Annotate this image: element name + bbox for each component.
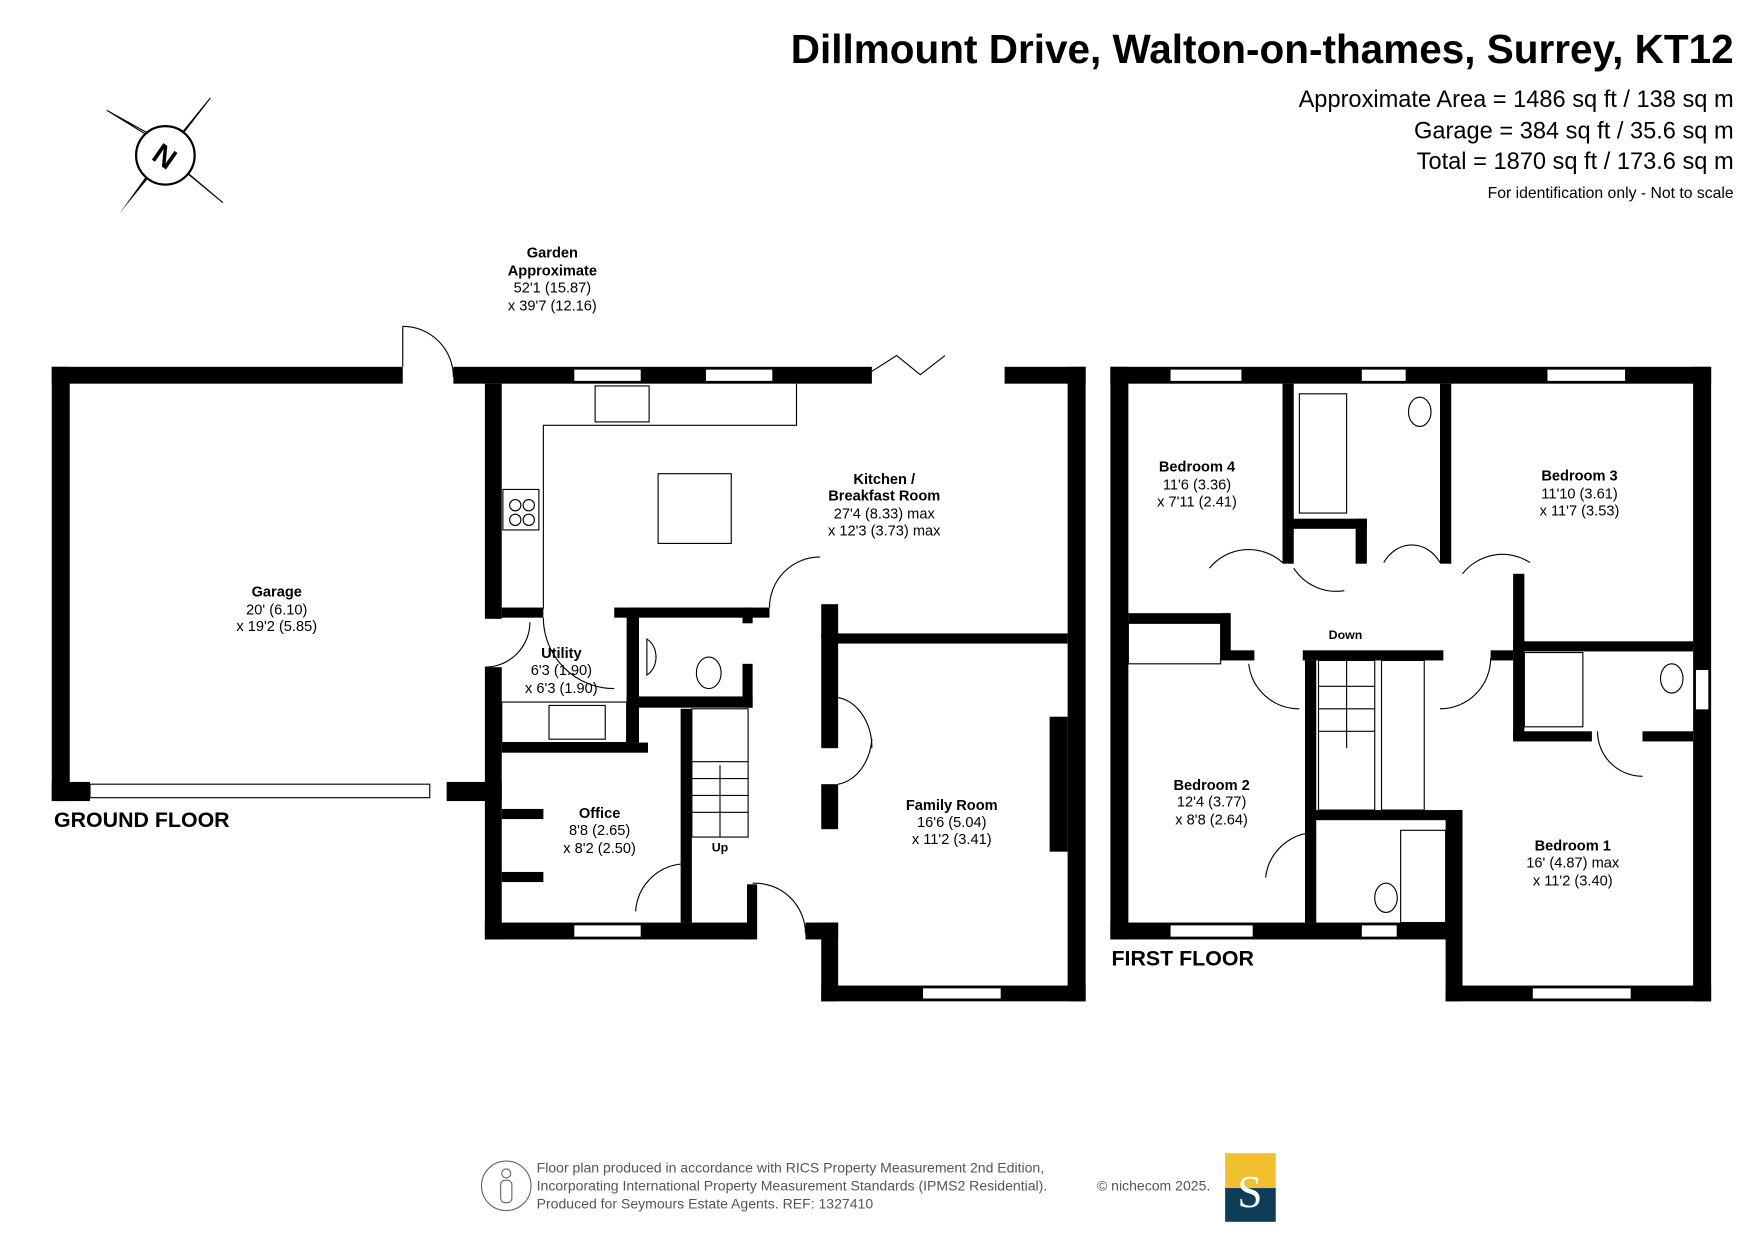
garage-area: Garage = 384 sq ft / 35.6 sq m	[1414, 118, 1734, 144]
room-name: Kitchen /	[853, 472, 915, 488]
garden-dim2: x 39'7 (12.16)	[508, 299, 597, 315]
logo-letter: S	[1237, 1167, 1262, 1217]
room-name: Bedroom 4	[1159, 459, 1236, 475]
room-name: Bedroom 3	[1541, 468, 1617, 484]
room-dim: x 19'2 (5.85)	[236, 619, 317, 635]
garden-dim1: 52'1 (15.87)	[514, 281, 592, 297]
room-kitchen: Kitchen / Breakfast Room 27'4 (8.33) max…	[828, 472, 941, 540]
room-garage: Garage 20' (6.10) x 19'2 (5.85)	[236, 584, 317, 635]
room-name: Utility	[541, 646, 582, 662]
room-family: Family Room 16'6 (5.04) x 11'2 (3.41)	[906, 798, 998, 848]
ground-floor-walls	[51, 325, 1086, 1002]
room-dim: x 12'3 (3.73) max	[828, 524, 941, 540]
room-name: Bedroom 2	[1173, 778, 1249, 794]
room-name: Garage	[252, 584, 302, 600]
garden-name2: Approximate	[508, 264, 597, 280]
room-dim: 6'3 (1.90)	[531, 663, 592, 679]
room-name: Breakfast Room	[828, 489, 940, 505]
room-name: Office	[579, 806, 620, 822]
first-floor-label: FIRST FLOOR	[1112, 946, 1254, 970]
compass-north-icon: N	[106, 97, 224, 214]
first-floor-walls	[1110, 366, 1712, 1002]
property-title: Dillmount Drive, Walton-on-thames, Surre…	[791, 26, 1734, 72]
room-dim: x 11'2 (3.40)	[1533, 873, 1613, 889]
room-bedroom-4: Bedroom 4 11'6 (3.36) x 7'11 (2.41)	[1157, 459, 1237, 510]
room-dim: 8'8 (2.65)	[569, 823, 630, 839]
garden-label: Garden Approximate 52'1 (15.87) x 39'7 (…	[508, 246, 597, 315]
room-dim: 11'10 (3.61)	[1541, 486, 1617, 502]
room-dim: x 6'3 (1.90)	[525, 681, 598, 697]
room-dim: 11'6 (3.36)	[1163, 477, 1231, 493]
person-icon	[480, 1160, 532, 1212]
room-dim: x 8'2 (2.50)	[563, 841, 636, 857]
stairs-up-label: Up	[712, 841, 729, 855]
stairs-down-label: Down	[1329, 628, 1363, 642]
room-dim: x 11'2 (3.41)	[912, 832, 992, 848]
room-name: Bedroom 1	[1535, 839, 1611, 855]
seymours-logo: S	[1225, 1153, 1276, 1222]
total-area: Total = 1870 sq ft / 173.6 sq m	[1417, 149, 1734, 175]
room-dim: 20' (6.10)	[246, 602, 307, 618]
room-dim: x 11'7 (3.53)	[1540, 503, 1620, 519]
room-dim: 16' (4.87) max	[1526, 855, 1620, 871]
room-dim: 16'6 (5.04)	[917, 815, 986, 831]
room-bedroom-1: Bedroom 1 16' (4.87) max x 11'2 (3.40)	[1526, 839, 1620, 890]
room-office: Office 8'8 (2.65) x 8'2 (2.50)	[563, 806, 636, 857]
copyright: © nichecom 2025.	[1097, 1177, 1210, 1193]
room-dim: 12'4 (3.77)	[1177, 795, 1246, 811]
footer-line-3: Produced for Seymours Estate Agents. REF…	[537, 1195, 874, 1211]
room-utility: Utility 6'3 (1.90) x 6'3 (1.90)	[525, 646, 598, 697]
room-dim: x 7'11 (2.41)	[1157, 494, 1237, 510]
ground-floor-label: GROUND FLOOR	[54, 808, 230, 832]
disclaimer: For identification only - Not to scale	[1488, 185, 1734, 202]
room-name: Family Room	[906, 798, 998, 814]
footer-line-1: Floor plan produced in accordance with R…	[537, 1159, 1045, 1175]
approximate-area: Approximate Area = 1486 sq ft / 138 sq m	[1299, 87, 1734, 113]
room-bedroom-3: Bedroom 3 11'10 (3.61) x 11'7 (3.53)	[1540, 468, 1620, 519]
garden-name: Garden	[527, 246, 578, 262]
room-dim: x 8'8 (2.64)	[1175, 813, 1248, 829]
room-dim: 27'4 (8.33) max	[834, 507, 936, 523]
room-bedroom-2: Bedroom 2 12'4 (3.77) x 8'8 (2.64)	[1173, 778, 1249, 829]
footer-line-2: Incorporating International Property Mea…	[537, 1177, 1048, 1193]
